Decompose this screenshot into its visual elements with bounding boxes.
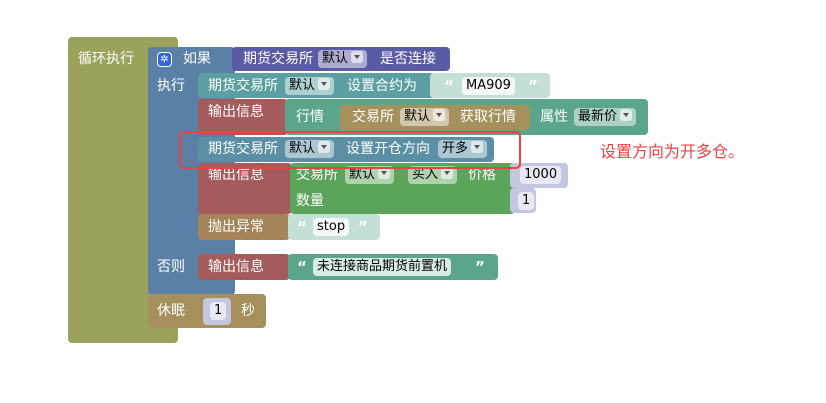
attribute-label: 属性 bbox=[540, 109, 568, 125]
dropdown-value: 最新价 bbox=[578, 109, 618, 124]
chevron-down-icon bbox=[620, 109, 633, 121]
quote-close: ” bbox=[528, 77, 538, 95]
quote-close: ” bbox=[358, 218, 368, 236]
chevron-down-icon bbox=[351, 51, 364, 63]
condition-exchange-dropdown[interactable]: 默认 bbox=[318, 50, 368, 68]
buy-block[interactable] bbox=[290, 163, 515, 214]
get-ticker-exchange-label: 交易所 bbox=[352, 109, 394, 125]
quote-open: “ bbox=[297, 258, 307, 276]
dropdown-value: 默认 bbox=[289, 78, 316, 93]
do-label: 执行 bbox=[157, 78, 185, 94]
chevron-down-icon bbox=[378, 167, 391, 179]
annotation-text: 设置方向为开多仓。 bbox=[600, 142, 745, 161]
throw-label: 抛出异常 bbox=[208, 219, 264, 235]
set-direction-exchange-dropdown[interactable]: 默认 bbox=[285, 140, 335, 158]
else-label: 否则 bbox=[157, 259, 185, 275]
amount-input[interactable]: 1 bbox=[518, 192, 535, 210]
contract-input[interactable]: MA909 bbox=[462, 77, 515, 95]
print-block[interactable] bbox=[198, 254, 290, 280]
attribute-dropdown[interactable]: 最新价 bbox=[574, 108, 637, 126]
print-label: 输出信息 bbox=[208, 104, 264, 120]
chevron-down-icon bbox=[318, 78, 331, 90]
direction-dropdown[interactable]: 开多 bbox=[438, 140, 488, 158]
else-message-input[interactable]: 未连接商品期货前置机 bbox=[313, 258, 452, 276]
set-direction-label: 设置开仓方向 bbox=[346, 141, 430, 157]
print-label: 输出信息 bbox=[208, 259, 264, 275]
loop-label: 循环执行 bbox=[78, 51, 134, 67]
print-block[interactable] bbox=[198, 163, 292, 214]
amount-label: 数量 bbox=[296, 193, 324, 209]
dropdown-value: 开多 bbox=[442, 141, 469, 156]
print-block[interactable] bbox=[198, 99, 288, 135]
condition-suffix: 是否连接 bbox=[380, 51, 436, 67]
ticker-label: 行情 bbox=[296, 109, 324, 125]
if-label: 如果 bbox=[183, 51, 211, 67]
dropdown-value: 默认 bbox=[322, 51, 349, 66]
highlight-box bbox=[179, 131, 521, 169]
dropdown-value: 默认 bbox=[349, 167, 376, 182]
buy-exchange-dropdown[interactable]: 默认 bbox=[345, 166, 395, 184]
throw-block[interactable] bbox=[198, 214, 290, 240]
dropdown-value: 默认 bbox=[404, 109, 431, 124]
print-label: 输出信息 bbox=[208, 167, 264, 183]
set-contract-exchange-label: 期货交易所 bbox=[208, 78, 278, 94]
sleep-label: 休眠 bbox=[157, 303, 185, 319]
price-label: 价格 bbox=[468, 167, 496, 183]
throw-input[interactable]: stop bbox=[313, 218, 350, 236]
condition-exchange-label: 期货交易所 bbox=[243, 51, 313, 67]
sleep-input[interactable]: 1 bbox=[210, 302, 227, 320]
quote-close: ” bbox=[475, 258, 485, 276]
chevron-down-icon bbox=[441, 167, 454, 179]
set-direction-exchange-label: 期货交易所 bbox=[208, 141, 278, 157]
action-dropdown[interactable]: 买入 bbox=[408, 166, 458, 184]
chevron-down-icon bbox=[471, 141, 484, 153]
get-ticker-label: 获取行情 bbox=[460, 109, 516, 125]
buy-exchange-label: 交易所 bbox=[296, 167, 338, 183]
sleep-unit: 秒 bbox=[241, 303, 255, 319]
dropdown-value: 买入 bbox=[412, 167, 439, 182]
quote-open: “ bbox=[444, 77, 454, 95]
quote-open: “ bbox=[297, 218, 307, 236]
set-contract-label: 设置合约为 bbox=[347, 78, 417, 94]
chevron-down-icon bbox=[318, 141, 331, 153]
price-input[interactable]: 1000 bbox=[520, 166, 562, 184]
get-ticker-exchange-dropdown[interactable]: 默认 bbox=[400, 108, 450, 126]
gear-icon[interactable]: ✲ bbox=[157, 52, 172, 67]
dropdown-value: 默认 bbox=[289, 141, 316, 156]
chevron-down-icon bbox=[433, 109, 446, 121]
set-contract-exchange-dropdown[interactable]: 默认 bbox=[285, 77, 335, 95]
